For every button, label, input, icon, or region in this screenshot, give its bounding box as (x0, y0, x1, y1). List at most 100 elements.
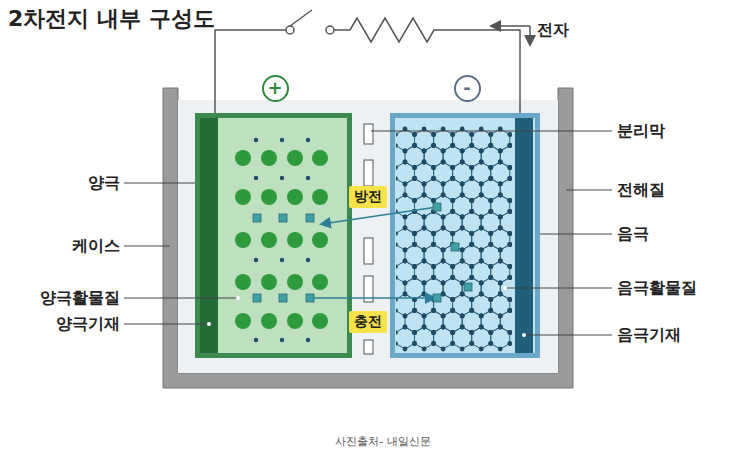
atom (431, 143, 436, 148)
particle (261, 274, 277, 290)
atom (403, 248, 408, 253)
particle (287, 274, 303, 290)
atom (403, 314, 408, 319)
atom (396, 264, 398, 269)
atom (441, 182, 446, 187)
atom (488, 330, 493, 335)
atom (469, 165, 474, 170)
atom (507, 242, 512, 247)
atom (431, 165, 436, 170)
atom (412, 275, 417, 280)
atom (431, 176, 436, 181)
atom (460, 226, 465, 231)
atom (498, 292, 503, 297)
atom (441, 149, 446, 154)
atom (460, 193, 465, 198)
atom (403, 182, 408, 187)
atom (507, 297, 512, 302)
atom (479, 215, 484, 220)
atom (412, 198, 417, 203)
atom (460, 259, 465, 264)
atom (412, 198, 417, 203)
atom (431, 264, 436, 269)
atom (412, 341, 417, 346)
atom (498, 314, 503, 319)
atom (412, 341, 417, 346)
atom (507, 231, 512, 236)
atom (422, 149, 427, 154)
atom (450, 165, 455, 170)
atom (479, 314, 484, 319)
atom (460, 182, 465, 187)
atom (469, 297, 474, 302)
cathode-particles (235, 138, 328, 342)
atom (422, 182, 427, 187)
atom (469, 165, 474, 170)
atom (450, 330, 455, 335)
atom (412, 308, 417, 313)
atom (422, 292, 427, 297)
atom (412, 132, 417, 137)
atom (422, 314, 427, 319)
particle (235, 189, 251, 205)
atom (441, 193, 446, 198)
atom (441, 215, 446, 220)
dot (254, 338, 258, 342)
atom (488, 297, 493, 302)
atom (460, 160, 465, 165)
atom (422, 215, 427, 220)
atom (507, 264, 512, 269)
atom (460, 314, 465, 319)
atom (450, 176, 455, 181)
atom (422, 325, 427, 330)
cathode-active (200, 118, 347, 353)
atom (469, 341, 474, 346)
atom (422, 259, 427, 264)
atom (441, 325, 446, 330)
particle (261, 313, 277, 329)
atom (422, 292, 427, 297)
particle (261, 232, 277, 248)
atom (488, 264, 493, 269)
atom (488, 143, 493, 148)
atom (469, 330, 474, 335)
atom (460, 325, 465, 330)
atom (450, 275, 455, 280)
atom (498, 281, 503, 286)
atom (412, 330, 417, 335)
atom (498, 160, 503, 165)
atom (412, 231, 417, 236)
atom (479, 193, 484, 198)
atom (469, 143, 474, 148)
atom (498, 248, 503, 253)
leader-dots (207, 286, 526, 337)
cathode-substrate (200, 118, 218, 353)
atom (469, 176, 474, 181)
atom (403, 215, 408, 220)
atom (460, 215, 465, 220)
atom (507, 176, 512, 181)
atom (498, 160, 503, 165)
atom (488, 176, 493, 181)
atom (412, 264, 417, 269)
atom (450, 132, 455, 137)
hex (396, 327, 415, 349)
atom (441, 149, 446, 154)
atom (422, 314, 427, 319)
atom (479, 160, 484, 165)
electrolyte (178, 100, 558, 373)
anode-active (395, 118, 535, 353)
atom (441, 281, 446, 286)
atom (431, 330, 436, 335)
atom (431, 242, 436, 247)
atom (498, 248, 503, 253)
atom (450, 341, 455, 346)
atom (507, 165, 512, 170)
atom (441, 226, 446, 231)
atom (479, 182, 484, 187)
atom (450, 275, 455, 280)
atom (412, 143, 417, 148)
atom (469, 242, 474, 247)
atom (431, 143, 436, 148)
atom (450, 264, 455, 269)
